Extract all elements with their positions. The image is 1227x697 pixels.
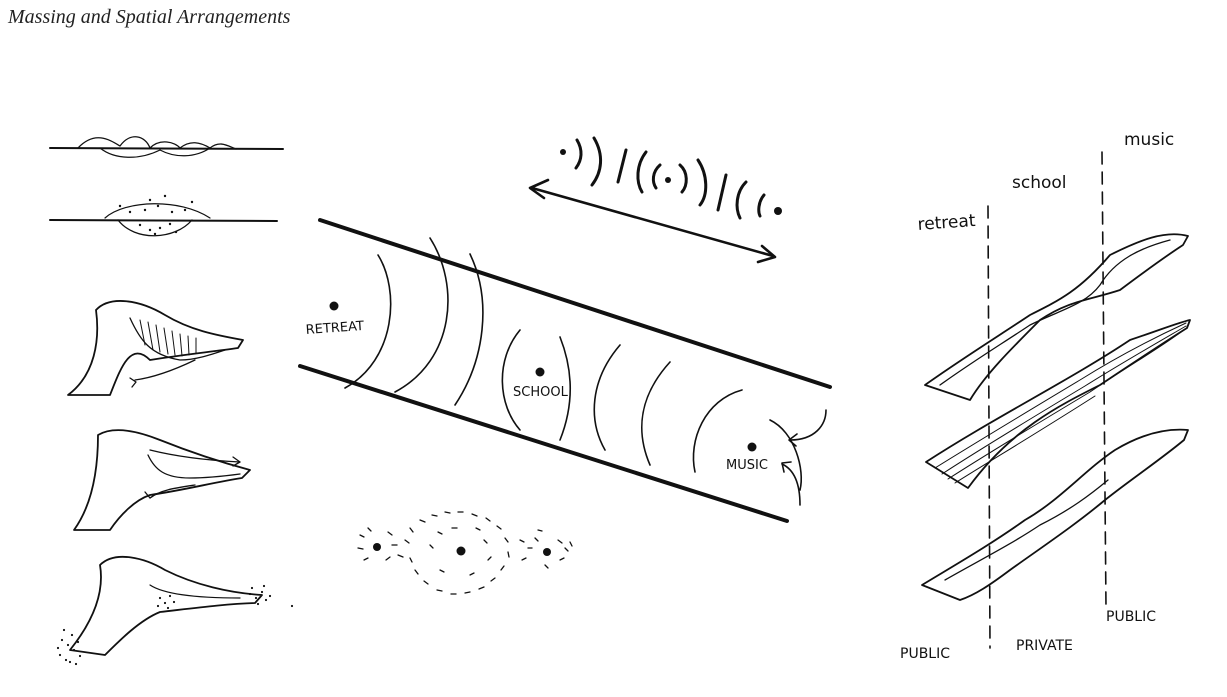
section-sketch-mound [49, 194, 278, 237]
label-retreat: RETREAT [305, 319, 364, 338]
ribbon-lower [921, 428, 1189, 601]
band-arcs [344, 237, 802, 491]
center-band-diagram: RETREAT SCHOOL MUSIC [298, 136, 832, 523]
retreat-point [329, 301, 339, 311]
massing-sketch-flow [73, 429, 251, 531]
left-massing-sketches [49, 136, 294, 666]
cluster-point-center [456, 546, 466, 556]
ribbon-hatched [925, 319, 1191, 489]
zone-label-retreat: retreat [917, 211, 976, 235]
zone-dividers [987, 151, 1107, 649]
inbound-arrows [781, 409, 827, 506]
band-top-edge [318, 218, 832, 389]
stippled-cluster-diagram [357, 511, 573, 595]
bottom-label-private: PRIVATE [1016, 638, 1073, 654]
label-music: MUSIC [726, 458, 768, 473]
cluster-point-right [543, 548, 551, 556]
right-zoning-diagram: retreat school music PUBLIC PRIVATE PUBL… [900, 130, 1191, 662]
zone-label-school: school [1012, 173, 1067, 193]
cluster-point-left [373, 543, 381, 551]
music-point [747, 442, 757, 452]
sound-wave-glyphs [560, 136, 782, 220]
school-point [535, 367, 545, 377]
bottom-label-public-left: PUBLIC [900, 646, 950, 662]
ribbon-retreat-school-music-1 [924, 233, 1189, 401]
massing-sketch-stippled [56, 556, 294, 666]
page-title: Massing and Spatial Arrangements [8, 6, 291, 28]
bottom-label-public-right: PUBLIC [1106, 609, 1156, 625]
section-sketch-wavy [49, 136, 284, 158]
label-school: SCHOOL [513, 385, 569, 400]
double-arrow [528, 178, 777, 264]
zone-label-music: music [1124, 130, 1174, 150]
band-bottom-edge [298, 364, 789, 523]
massing-sketch-hatched [67, 300, 244, 396]
